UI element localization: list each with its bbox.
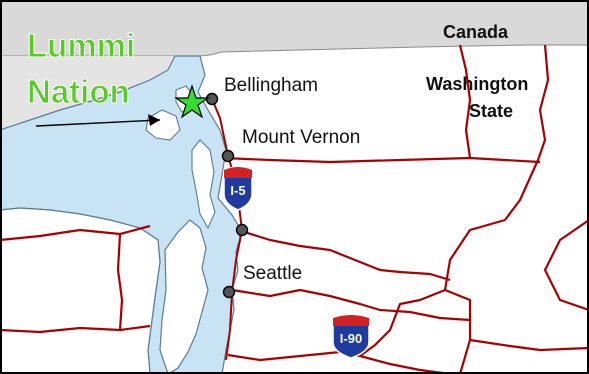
city-dot-mount-vernon	[221, 149, 235, 163]
strait-water	[0, 56, 175, 130]
border-kittitas	[469, 338, 589, 352]
kitsap-peninsula	[159, 219, 209, 374]
title-label-line1: Lummi	[27, 27, 135, 64]
city-label-seattle: Seattle	[243, 263, 302, 284]
border-yakima	[543, 219, 589, 312]
interstate-shield-icon-i90: I-90	[332, 314, 370, 359]
canada-region	[0, 0, 589, 57]
i90-shield-top	[333, 315, 369, 326]
border-chelan	[359, 288, 446, 357]
border-skagit-snohomish	[237, 228, 451, 282]
region-label-state-2: State	[469, 101, 513, 121]
border-olympic-3	[116, 233, 124, 331]
whidbey-island	[191, 139, 216, 230]
i5-shield-top	[224, 167, 252, 178]
border-olympic-2	[0, 324, 151, 334]
border-snohomish-king	[231, 288, 471, 322]
i90-shield-label: I-90	[340, 331, 362, 346]
pointer-arrowhead	[148, 114, 160, 126]
border-olympic-1	[0, 224, 151, 242]
city-dot-everett	[235, 223, 249, 237]
city-dot-bellingham	[205, 92, 219, 106]
star-icon	[174, 84, 210, 119]
i5-shield-label: I-5	[230, 183, 245, 198]
city-label-bellingham: Bellingham	[224, 75, 318, 96]
county-borders	[0, 44, 589, 374]
region-label-state-1: Washington	[426, 74, 528, 94]
border-whatcom-skagit	[223, 156, 541, 164]
city-dot-seattle	[222, 285, 236, 299]
city-label-mount-vernon: Mount Vernon	[242, 127, 360, 148]
border-east-north	[458, 44, 472, 159]
olympic-peninsula	[0, 207, 161, 374]
title-label-line2: Nation	[27, 73, 130, 110]
pointer-line	[35, 119, 161, 127]
border-whatcom-okanogan	[504, 44, 550, 221]
interstate-shield-icon: I-5	[223, 166, 253, 211]
city-markers	[205, 92, 249, 299]
region-label-canada: Canada	[443, 22, 509, 42]
